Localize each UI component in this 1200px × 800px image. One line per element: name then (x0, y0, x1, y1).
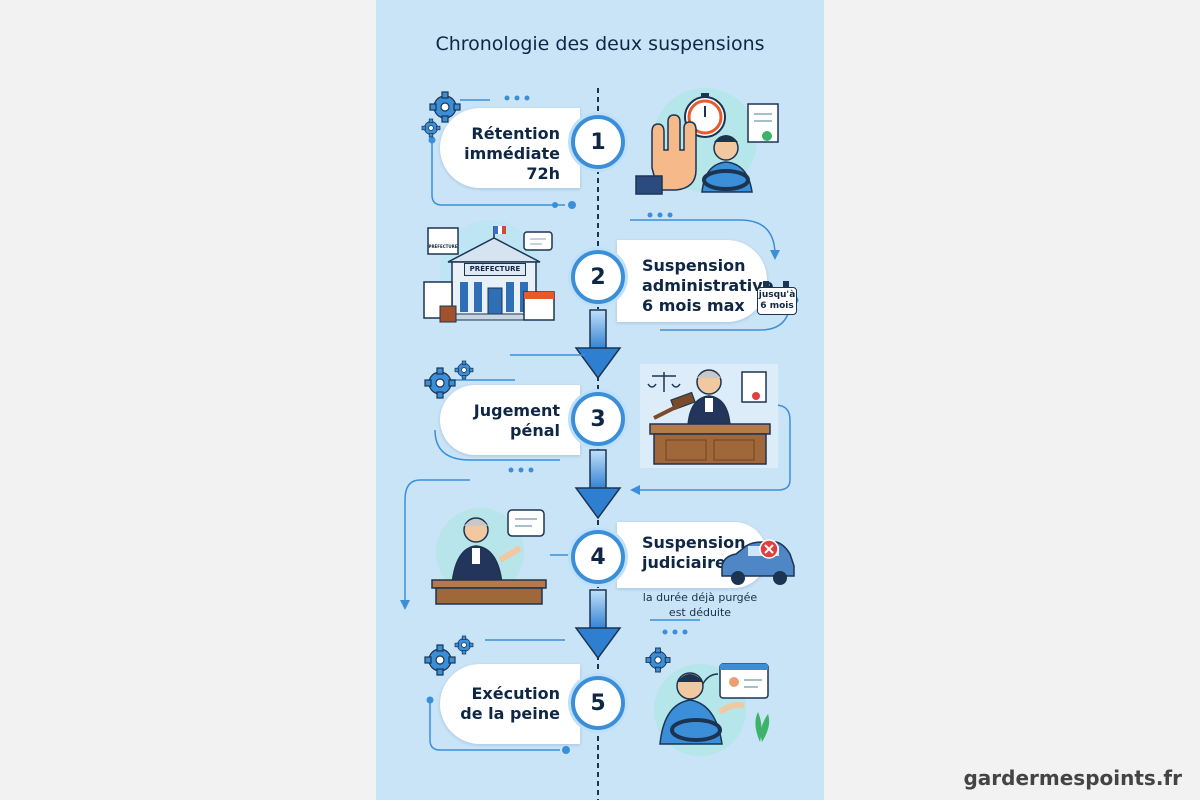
calendar-badge-icon (763, 281, 789, 287)
step-4-note: la durée déjà purgée est déduite (642, 591, 758, 619)
judge-speaking-icon (451, 517, 522, 585)
step-5-label: Exécution de la peine (460, 684, 560, 723)
scroll-icon (741, 371, 767, 403)
speech-bubble-icon (507, 509, 545, 537)
step-5-number: 5 (571, 676, 625, 730)
step-2-duration-badge: jusqu'à 6 mois (757, 287, 797, 315)
step-3-label: Jugement pénal (473, 401, 560, 440)
watermark: gardermespoints.fr (963, 766, 1182, 790)
prefecture-sign: PRÉFECTURE (464, 263, 526, 276)
step-4-label: Suspension judiciaire (642, 533, 746, 572)
timeline-arrow-2-3 (574, 309, 622, 380)
diagram-title: Chronologie des deux suspensions (435, 33, 765, 55)
step-2-number: 2 (571, 250, 625, 304)
step-5-card (440, 664, 580, 744)
timeline-arrow-4-5 (574, 589, 622, 660)
speech-bubble-icon (523, 231, 553, 251)
gavel-icon (653, 391, 696, 420)
gear-icon (454, 360, 474, 380)
desk-icon (431, 579, 547, 605)
step-1-label: Rétention immédiate 72h (464, 124, 560, 183)
driver-icon (659, 672, 746, 745)
scales-icon (647, 372, 681, 392)
gear-icon (421, 118, 441, 138)
step-4-number: 4 (571, 530, 625, 584)
driver-icon (701, 135, 753, 193)
judge-icon (687, 369, 731, 427)
plant-icon (755, 712, 770, 742)
gear-icon (424, 367, 456, 399)
step-3-card (440, 385, 580, 455)
license-card-icon (719, 663, 769, 699)
stop-hand-icon (635, 114, 697, 195)
step-3-number: 3 (571, 392, 625, 446)
gear-icon (424, 644, 456, 676)
document-stamp-icon (423, 281, 457, 323)
calendar-icon (523, 291, 555, 321)
gear-icon (429, 91, 461, 123)
document-icon (747, 103, 779, 143)
gear-icon (454, 635, 474, 655)
red-cross-icon (759, 539, 779, 559)
step-1-number: 1 (571, 115, 625, 169)
step-1-card (440, 108, 580, 188)
judge-bench-icon (649, 423, 771, 465)
timeline-arrow-3-4 (574, 449, 622, 520)
step-2-card (617, 240, 767, 322)
step-2-label: Suspension administrative 6 mois max (642, 256, 774, 315)
prefecture-doc-label: PRÉFECTURE (428, 244, 458, 249)
gear-icon (645, 647, 671, 673)
